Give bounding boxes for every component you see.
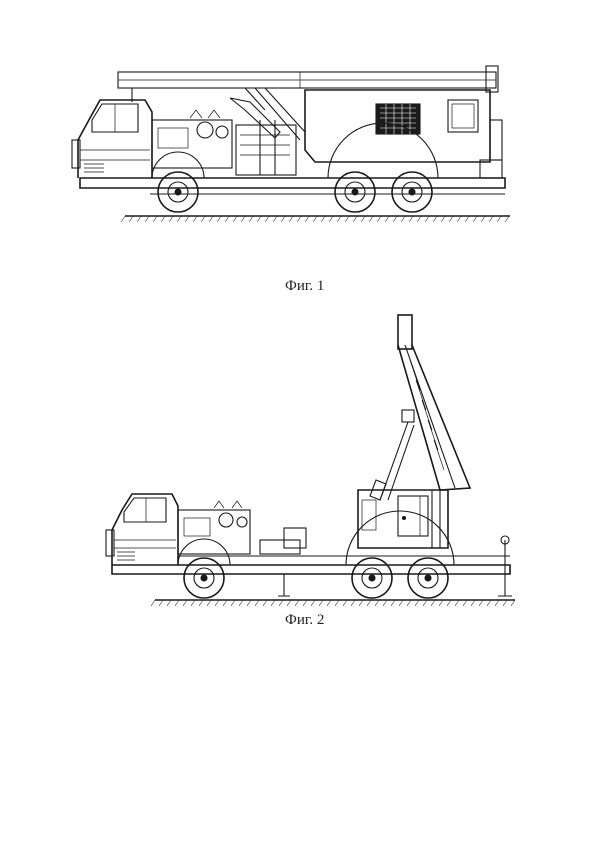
equipment-section-1 bbox=[151, 109, 297, 176]
figure-2-caption: Фиг. 2 bbox=[285, 612, 325, 628]
shelter-body-1 bbox=[304, 89, 503, 163]
ground-strip-2 bbox=[150, 599, 516, 607]
cab-2 bbox=[105, 493, 179, 565]
chassis-1 bbox=[79, 159, 506, 195]
chassis-2 bbox=[111, 535, 512, 597]
equipment-section-2 bbox=[177, 500, 307, 555]
figure-1-caption: Фиг. 1 bbox=[285, 278, 325, 294]
raised-mast-2 bbox=[369, 314, 472, 501]
wheels-2 bbox=[177, 510, 455, 599]
shelter-body-2 bbox=[357, 489, 449, 549]
ground-strip-1 bbox=[120, 215, 510, 223]
stowed-mast-1 bbox=[117, 65, 499, 141]
wheels-1 bbox=[151, 122, 439, 213]
cab-1 bbox=[71, 99, 153, 178]
